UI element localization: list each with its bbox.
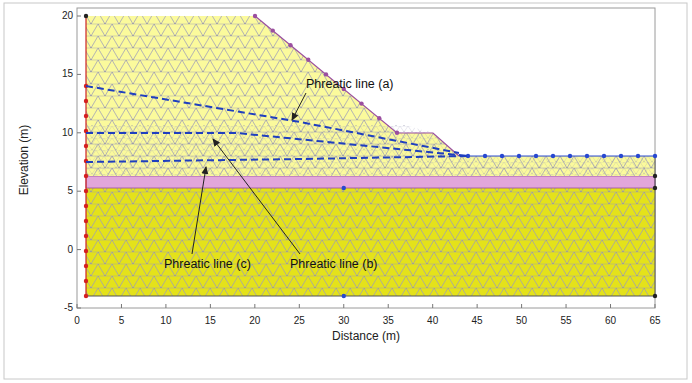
tick-label: 40 <box>427 316 438 326</box>
axis-tick <box>121 304 122 308</box>
tick-label: 20 <box>249 316 260 326</box>
tick-label: 10 <box>62 128 73 138</box>
tick-label: 5 <box>67 186 73 196</box>
boundary-node <box>377 116 381 120</box>
boundary-node <box>585 154 589 158</box>
axis-tick <box>477 304 478 308</box>
tick-label: 45 <box>472 316 483 326</box>
boundary-node <box>653 294 657 298</box>
tick-label: 0 <box>67 245 73 255</box>
boundary-node <box>84 189 88 193</box>
boundary-node <box>500 154 504 158</box>
boundary-node <box>653 174 657 178</box>
boundary-node <box>288 43 292 47</box>
boundary-node <box>84 234 88 238</box>
boundary-node <box>342 186 346 190</box>
weak-layer <box>86 176 655 188</box>
tick-label: -5 <box>64 303 73 313</box>
axis-tick <box>432 304 433 308</box>
axis-tick <box>77 16 81 17</box>
axis-tick <box>610 304 611 308</box>
tick-label: 50 <box>516 316 527 326</box>
tick-label: 5 <box>119 316 125 326</box>
leader-arrow <box>292 93 306 120</box>
tick-label: 65 <box>649 316 660 326</box>
axis-tick <box>388 304 389 308</box>
boundary-node <box>653 186 657 190</box>
boundary-node <box>359 101 363 105</box>
tick-label: 55 <box>560 316 571 326</box>
callout-label: Phreatic line (c) <box>164 258 251 271</box>
axis-tick <box>77 132 81 133</box>
lower-soil <box>86 188 655 296</box>
axis-tick <box>77 308 81 309</box>
boundary-node <box>483 154 487 158</box>
axis-tick <box>77 74 81 75</box>
callout-label: Phreatic line (a) <box>306 78 394 91</box>
tick-label: 0 <box>74 316 80 326</box>
boundary-node <box>636 154 640 158</box>
boundary-node <box>84 174 88 178</box>
slope-surface <box>255 16 459 156</box>
axis-tick <box>254 304 255 308</box>
axis-tick <box>77 249 81 250</box>
axis-tick <box>654 304 655 308</box>
tick-label: 35 <box>383 316 394 326</box>
tick-label: 10 <box>160 316 171 326</box>
leader-arrow <box>192 167 206 254</box>
axis-tick <box>343 304 344 308</box>
axis-tick <box>566 304 567 308</box>
boundary-node <box>84 99 88 103</box>
phreatic-line <box>86 156 468 162</box>
axis-tick <box>521 304 522 308</box>
tick-label: 30 <box>338 316 349 326</box>
tick-label: 20 <box>62 11 73 21</box>
boundary-node <box>253 14 257 18</box>
boundary-node <box>84 144 88 148</box>
axis-tick <box>77 191 81 192</box>
boundary-node <box>602 154 606 158</box>
upper-soil <box>86 16 655 176</box>
boundary-node <box>306 58 310 62</box>
boundary-node <box>534 154 538 158</box>
boundary-node <box>568 154 572 158</box>
boundary-node <box>84 14 88 18</box>
boundary-node <box>342 294 346 298</box>
boundary-node <box>84 219 88 223</box>
phreatic-line <box>86 133 468 156</box>
tick-label: 15 <box>205 316 216 326</box>
boundary-node <box>84 279 88 283</box>
axis-tick <box>210 304 211 308</box>
boundary-node <box>395 131 399 135</box>
boundary-node <box>619 154 623 158</box>
boundary-node <box>551 154 555 158</box>
boundary-node <box>84 264 88 268</box>
boundary-node <box>84 114 88 118</box>
boundary-node <box>84 204 88 208</box>
axis-tick <box>77 304 78 308</box>
tick-label: 25 <box>294 316 305 326</box>
tick-label: 15 <box>62 69 73 79</box>
axis-title: Elevation (m) <box>18 125 30 196</box>
plot-frame <box>77 8 655 308</box>
axis-tick <box>299 304 300 308</box>
boundary-node <box>324 72 328 76</box>
boundary-node <box>271 28 275 32</box>
boundary-node <box>84 294 88 298</box>
boundary-node <box>84 249 88 253</box>
boundary-node <box>517 154 521 158</box>
callout-label: Phreatic line (b) <box>290 258 378 271</box>
phreatic-line <box>86 86 459 153</box>
tick-label: 60 <box>605 316 616 326</box>
leader-arrow <box>213 139 300 254</box>
outer-frame <box>4 3 687 379</box>
axis-tick <box>165 304 166 308</box>
boundary-node <box>653 154 657 158</box>
axis-title: Distance (m) <box>332 330 400 342</box>
